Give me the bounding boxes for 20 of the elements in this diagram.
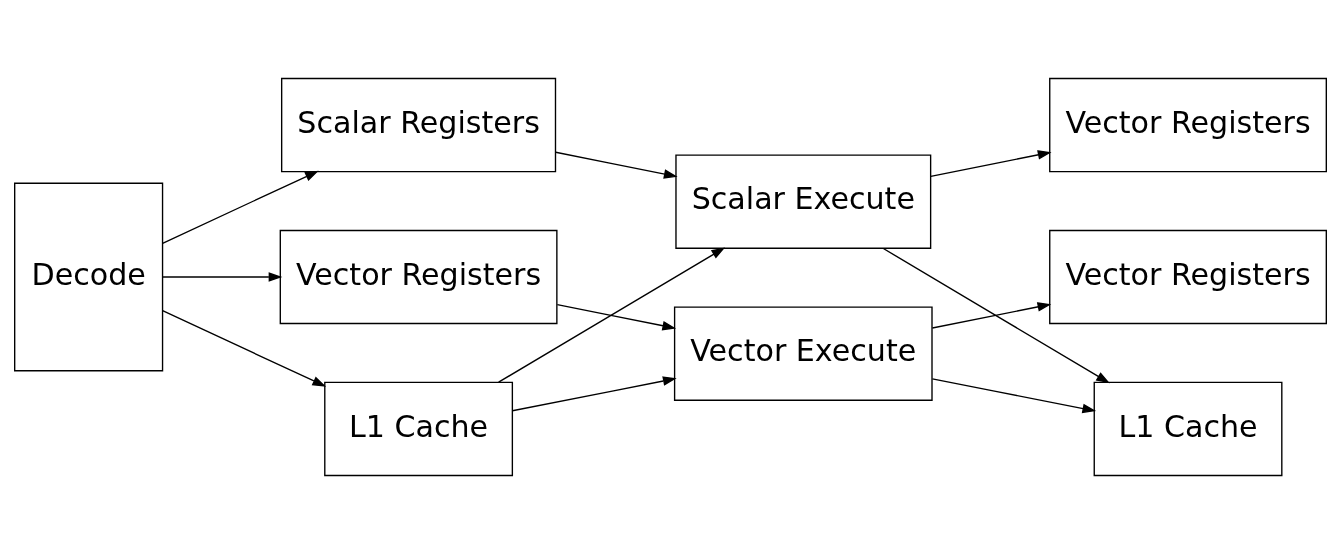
arrow [556, 303, 677, 330]
node-box: Scalar Execute [675, 153, 932, 249]
arrow [931, 377, 1097, 413]
arrow [931, 301, 1052, 329]
arrow [930, 149, 1052, 177]
node-box: Decode [14, 182, 164, 371]
node-box: Vector Registers [279, 229, 558, 324]
arrow [161, 309, 327, 387]
arrow [161, 170, 319, 244]
node-box: Vector Execute [673, 305, 933, 401]
node-box: Vector Registers [1049, 77, 1327, 172]
arrow [882, 247, 1110, 383]
arrow [497, 246, 726, 383]
arrow [511, 375, 677, 411]
arrow [555, 151, 678, 179]
node-box: L1 Cache [1093, 381, 1283, 476]
arrow [161, 271, 283, 282]
node-box: Scalar Registers [281, 77, 557, 172]
node-box: L1 Cache [324, 381, 514, 476]
node-box: Vector Registers [1049, 229, 1327, 324]
